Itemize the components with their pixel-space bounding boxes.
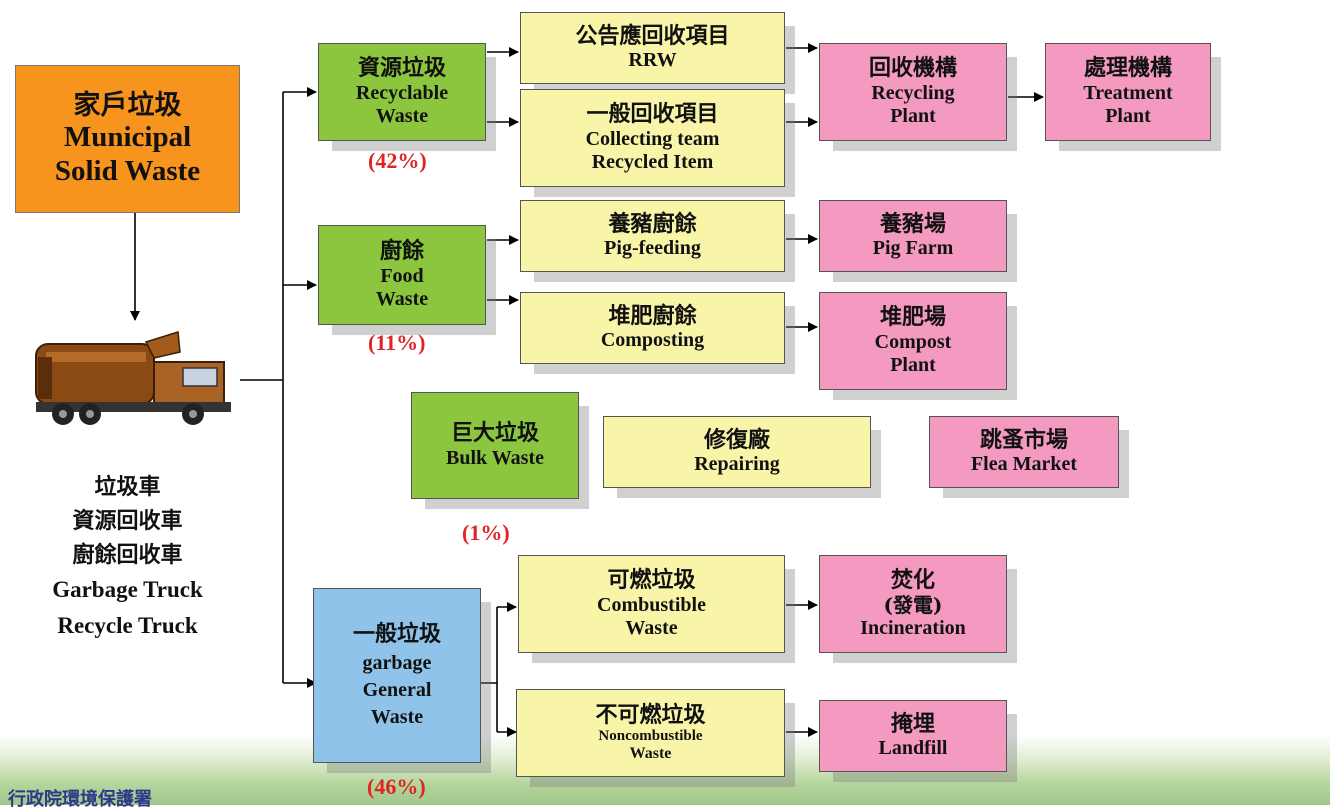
noncombustible-box: 不可燃垃圾 Noncombustible Waste: [516, 689, 785, 777]
treatment-en-1: Treatment: [1083, 81, 1173, 104]
pigfeeding-en: Pig-feeding: [604, 237, 701, 260]
repairing-box: 修復廠 Repairing: [603, 416, 871, 488]
recycling-zh: 回收機構: [868, 55, 957, 82]
bulk-zh: 巨大垃圾: [450, 420, 539, 447]
incineration-box: 焚化 (發電) Incineration: [819, 555, 1007, 653]
repairing-en: Repairing: [694, 453, 780, 476]
recycling-plant-box: 回收機構 Recycling Plant: [819, 43, 1007, 141]
compost-zh: 堆肥場: [879, 304, 946, 331]
recyclable-en-1: Recyclable: [355, 81, 449, 104]
source-en-label-2: Solid Waste: [54, 154, 201, 187]
pigfeeding-zh: 養豬廚餘: [608, 210, 697, 237]
composting-en: Composting: [600, 329, 705, 352]
source-en-label-1: Municipal: [63, 121, 192, 154]
pigfarm-zh: 養豬場: [879, 210, 946, 237]
food-percent: (11%): [368, 330, 426, 355]
garbage-truck-icon: [35, 331, 231, 425]
flea-zh: 跳蚤市場: [979, 426, 1068, 453]
composting-box: 堆肥廚餘 Composting: [520, 292, 785, 364]
pigfarm-en: Pig Farm: [872, 237, 954, 260]
combustible-en-1: Combustible: [597, 593, 706, 616]
pig-feeding-box: 養豬廚餘 Pig-feeding: [520, 200, 785, 272]
food-en-1: Food: [380, 264, 424, 287]
bulk-percent: (1%): [462, 520, 510, 545]
incineration-en: Incineration: [860, 616, 966, 639]
rrw-box: 公告應回收項目 RRW: [520, 12, 785, 84]
treatment-plant-box: 處理機構 Treatment Plant: [1045, 43, 1211, 141]
truck-label: 垃圾車 資源回收車 廚餘回收車 Garbage Truck Recycle Tr…: [15, 470, 240, 644]
rrw-zh: 公告應回收項目: [575, 22, 730, 49]
compost-en-1: Compost: [874, 330, 952, 353]
truck-en-2: Recycle Truck: [57, 612, 198, 638]
noncombustible-en-2: Waste: [629, 745, 672, 763]
collecting-en-2: Recycled Item: [591, 150, 714, 173]
bulk-waste-box: 巨大垃圾 Bulk Waste: [411, 392, 579, 499]
recycling-en-2: Plant: [890, 104, 936, 127]
compost-en-2: Plant: [890, 353, 936, 376]
noncombustible-zh: 不可燃垃圾: [595, 701, 706, 728]
composting-zh: 堆肥廚餘: [608, 302, 697, 329]
treatment-en-2: Plant: [1105, 104, 1151, 127]
general-en-3: Waste: [370, 705, 424, 728]
combustible-en-2: Waste: [625, 616, 678, 639]
compost-plant-box: 堆肥場 Compost Plant: [819, 292, 1007, 390]
collecting-en-1: Collecting team: [585, 127, 720, 150]
flea-en: Flea Market: [970, 453, 1078, 476]
combustible-box: 可燃垃圾 Combustible Waste: [518, 555, 785, 653]
collecting-zh: 一般回收項目: [586, 101, 719, 128]
flea-market-box: 跳蚤市場 Flea Market: [929, 416, 1119, 488]
truck-zh-2: 資源回收車: [72, 508, 183, 535]
recycling-en-1: Recycling: [871, 81, 955, 104]
incineration-zh: 焚化: [890, 567, 935, 594]
collecting-box: 一般回收項目 Collecting team Recycled Item: [520, 89, 785, 187]
bulk-en: Bulk Waste: [446, 446, 544, 469]
truck-zh-1: 垃圾車: [94, 474, 161, 500]
source-zh-label: 家戶垃圾: [73, 90, 182, 122]
treatment-zh: 處理機構: [1083, 55, 1172, 82]
general-percent: (46%): [367, 774, 426, 799]
general-en-2: General: [362, 678, 432, 701]
landfill-box: 掩埋 Landfill: [819, 700, 1007, 772]
landfill-en: Landfill: [878, 737, 948, 760]
truck-en-1: Garbage Truck: [52, 577, 203, 603]
truck-zh-3: 廚餘回收車: [72, 542, 183, 569]
recyclable-en-2: Waste: [375, 104, 429, 127]
noncombustible-en-1: Noncombustible: [598, 727, 703, 744]
recyclable-percent: (42%): [368, 148, 427, 173]
recyclable-waste-box: 資源垃圾 Recyclable Waste: [318, 43, 486, 141]
recyclable-zh: 資源垃圾: [357, 55, 446, 82]
incineration-zh-2: (發電): [883, 592, 943, 617]
general-zh: 一般垃圾: [352, 621, 441, 648]
pig-farm-box: 養豬場 Pig Farm: [819, 200, 1007, 272]
landfill-zh: 掩埋: [890, 710, 935, 737]
repairing-zh: 修復廠: [703, 426, 770, 453]
food-en-2: Waste: [375, 287, 429, 310]
general-en-1: garbage: [362, 651, 432, 674]
general-waste-box: 一般垃圾 garbage General Waste: [313, 588, 481, 763]
combustible-zh: 可燃垃圾: [607, 567, 696, 594]
food-waste-box: 廚餘 Food Waste: [318, 225, 486, 325]
municipal-solid-waste-box: 家戶垃圾 Municipal Solid Waste: [15, 65, 240, 213]
rrw-en: RRW: [628, 49, 677, 72]
food-zh: 廚餘: [379, 238, 424, 265]
